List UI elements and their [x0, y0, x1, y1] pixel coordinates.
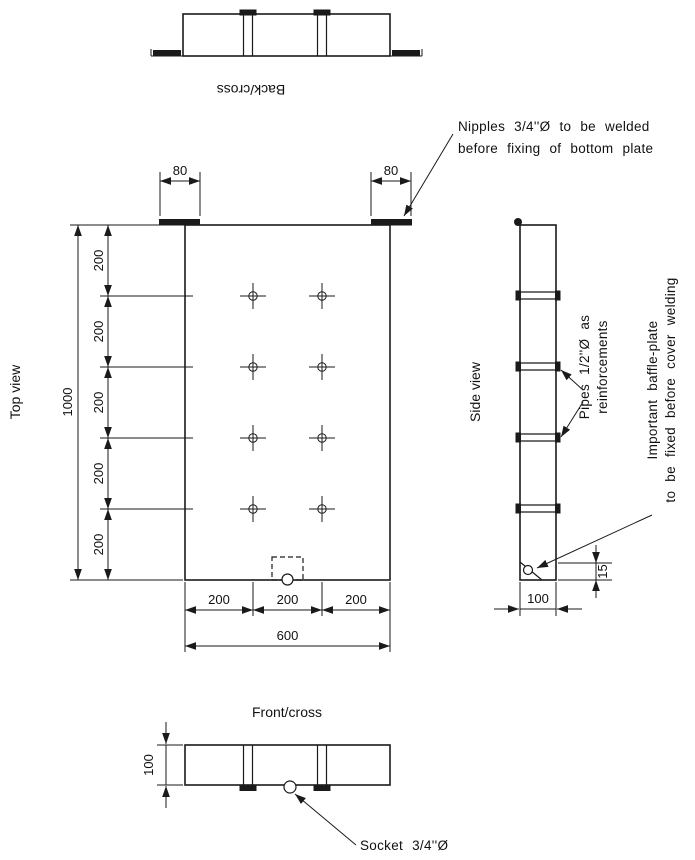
nipples-annotation: Nipples 3/4''Ø to be welded before fixin…: [403, 119, 653, 217]
dim-200-v3-text: 200: [91, 392, 106, 414]
socket-circle-front-view: [283, 780, 297, 794]
top-view: Top view: [7, 219, 412, 586]
dim-600-text: 600: [277, 628, 299, 643]
socket-circle-top-view: [281, 573, 294, 586]
baffle-annotation: Important baffle-plate to be fixed befor…: [536, 277, 678, 569]
dim-200-v1-text: 200: [91, 250, 106, 272]
back-view-pipes: [239, 9, 331, 56]
side-view-label: Side view: [467, 361, 483, 422]
center-mark: [240, 354, 266, 380]
dim-200-h3-text: 200: [345, 592, 367, 607]
side-view-nipple-dot: [514, 218, 522, 226]
nipple-mark: [392, 50, 420, 56]
nipple-mark-left: [159, 219, 200, 226]
nipple-mark-right: [371, 219, 412, 226]
dim-1000-text: 1000: [60, 388, 75, 417]
baffle-annotation-line2: to be fixed before cover welding: [663, 277, 678, 502]
top-view-body: [184, 224, 391, 581]
dim-200-h2-text: 200: [277, 592, 299, 607]
socket-annotation: Socket 3/4''Ø: [294, 793, 449, 853]
side-view-socket-notch: [519, 561, 543, 581]
dim-200-chain: 200 200 200 200 200: [91, 225, 193, 580]
dim-100-front-text: 100: [141, 754, 156, 776]
dim-80-right-text: 80: [384, 163, 398, 178]
back-view-body: [182, 13, 391, 57]
dim-100-front: 100: [141, 722, 183, 808]
center-mark: [240, 496, 266, 522]
pipe-cap: [239, 785, 257, 791]
socket-boss-hidden: [271, 556, 304, 581]
top-view-label: Top view: [7, 364, 23, 419]
pipe-center-marks: [240, 283, 335, 522]
center-mark: [309, 283, 335, 309]
nipples-leader-line: [403, 133, 454, 217]
pipe-cap: [313, 785, 331, 791]
center-mark: [240, 283, 266, 309]
front-view-label: Front/cross: [252, 704, 322, 720]
front-cross-view: Front/cross: [184, 704, 391, 794]
pipes-annotation-line1: Pipes 1/2''Ø as: [577, 315, 592, 419]
dim-15: 15: [558, 545, 612, 598]
baffle-leader-line: [536, 514, 653, 569]
front-view-body: [184, 744, 391, 786]
center-mark: [309, 496, 335, 522]
nipples-annotation-line2: before fixing of bottom plate: [458, 141, 653, 156]
socket-leader-line: [294, 793, 357, 846]
side-view-body: [519, 224, 557, 581]
center-mark: [240, 425, 266, 451]
dim-bottom-chain: 200 200 200 600: [184, 582, 391, 652]
front-view-pipes: [239, 745, 331, 791]
pipe-cap: [313, 9, 331, 16]
dim-15-text: 15: [595, 564, 610, 578]
back-cross-view: Back/cross: [150, 9, 423, 98]
pipes-leader-line-2: [560, 401, 584, 438]
socket-annotation-text: Socket 3/4''Ø: [360, 838, 449, 853]
dim-200-h1-text: 200: [208, 592, 230, 607]
dim-80-left-text: 80: [173, 163, 187, 178]
dim-200-v5-text: 200: [91, 534, 106, 556]
dim-100-side-text: 100: [527, 591, 549, 606]
dim-80-left: 80: [159, 163, 201, 216]
center-mark: [309, 354, 335, 380]
pipes-annotation-line2: reinforcements: [595, 320, 610, 414]
nipple-mark: [153, 50, 181, 56]
dim-1000: 1000: [60, 224, 183, 581]
back-view-nipple-tabs: [150, 49, 423, 57]
dim-200-v2-text: 200: [91, 321, 106, 343]
dim-80-right: 80: [370, 163, 412, 216]
dim-200-v4-text: 200: [91, 463, 106, 485]
back-view-label: Back/cross: [217, 82, 285, 98]
pipe-cap: [239, 9, 257, 16]
nipples-annotation-line1: Nipples 3/4''Ø to be welded: [458, 119, 650, 134]
side-view: Side view: [467, 218, 561, 581]
baffle-annotation-line1: Important baffle-plate: [645, 321, 660, 460]
center-mark: [309, 425, 335, 451]
socket-circle-side-view: [522, 564, 534, 576]
side-view-baffles: [515, 290, 561, 514]
pipes-annotation: Pipes 1/2''Ø as reinforcements: [560, 315, 610, 438]
dim-100-side: 100: [494, 582, 582, 616]
pipes-leader-line-1: [560, 369, 584, 391]
